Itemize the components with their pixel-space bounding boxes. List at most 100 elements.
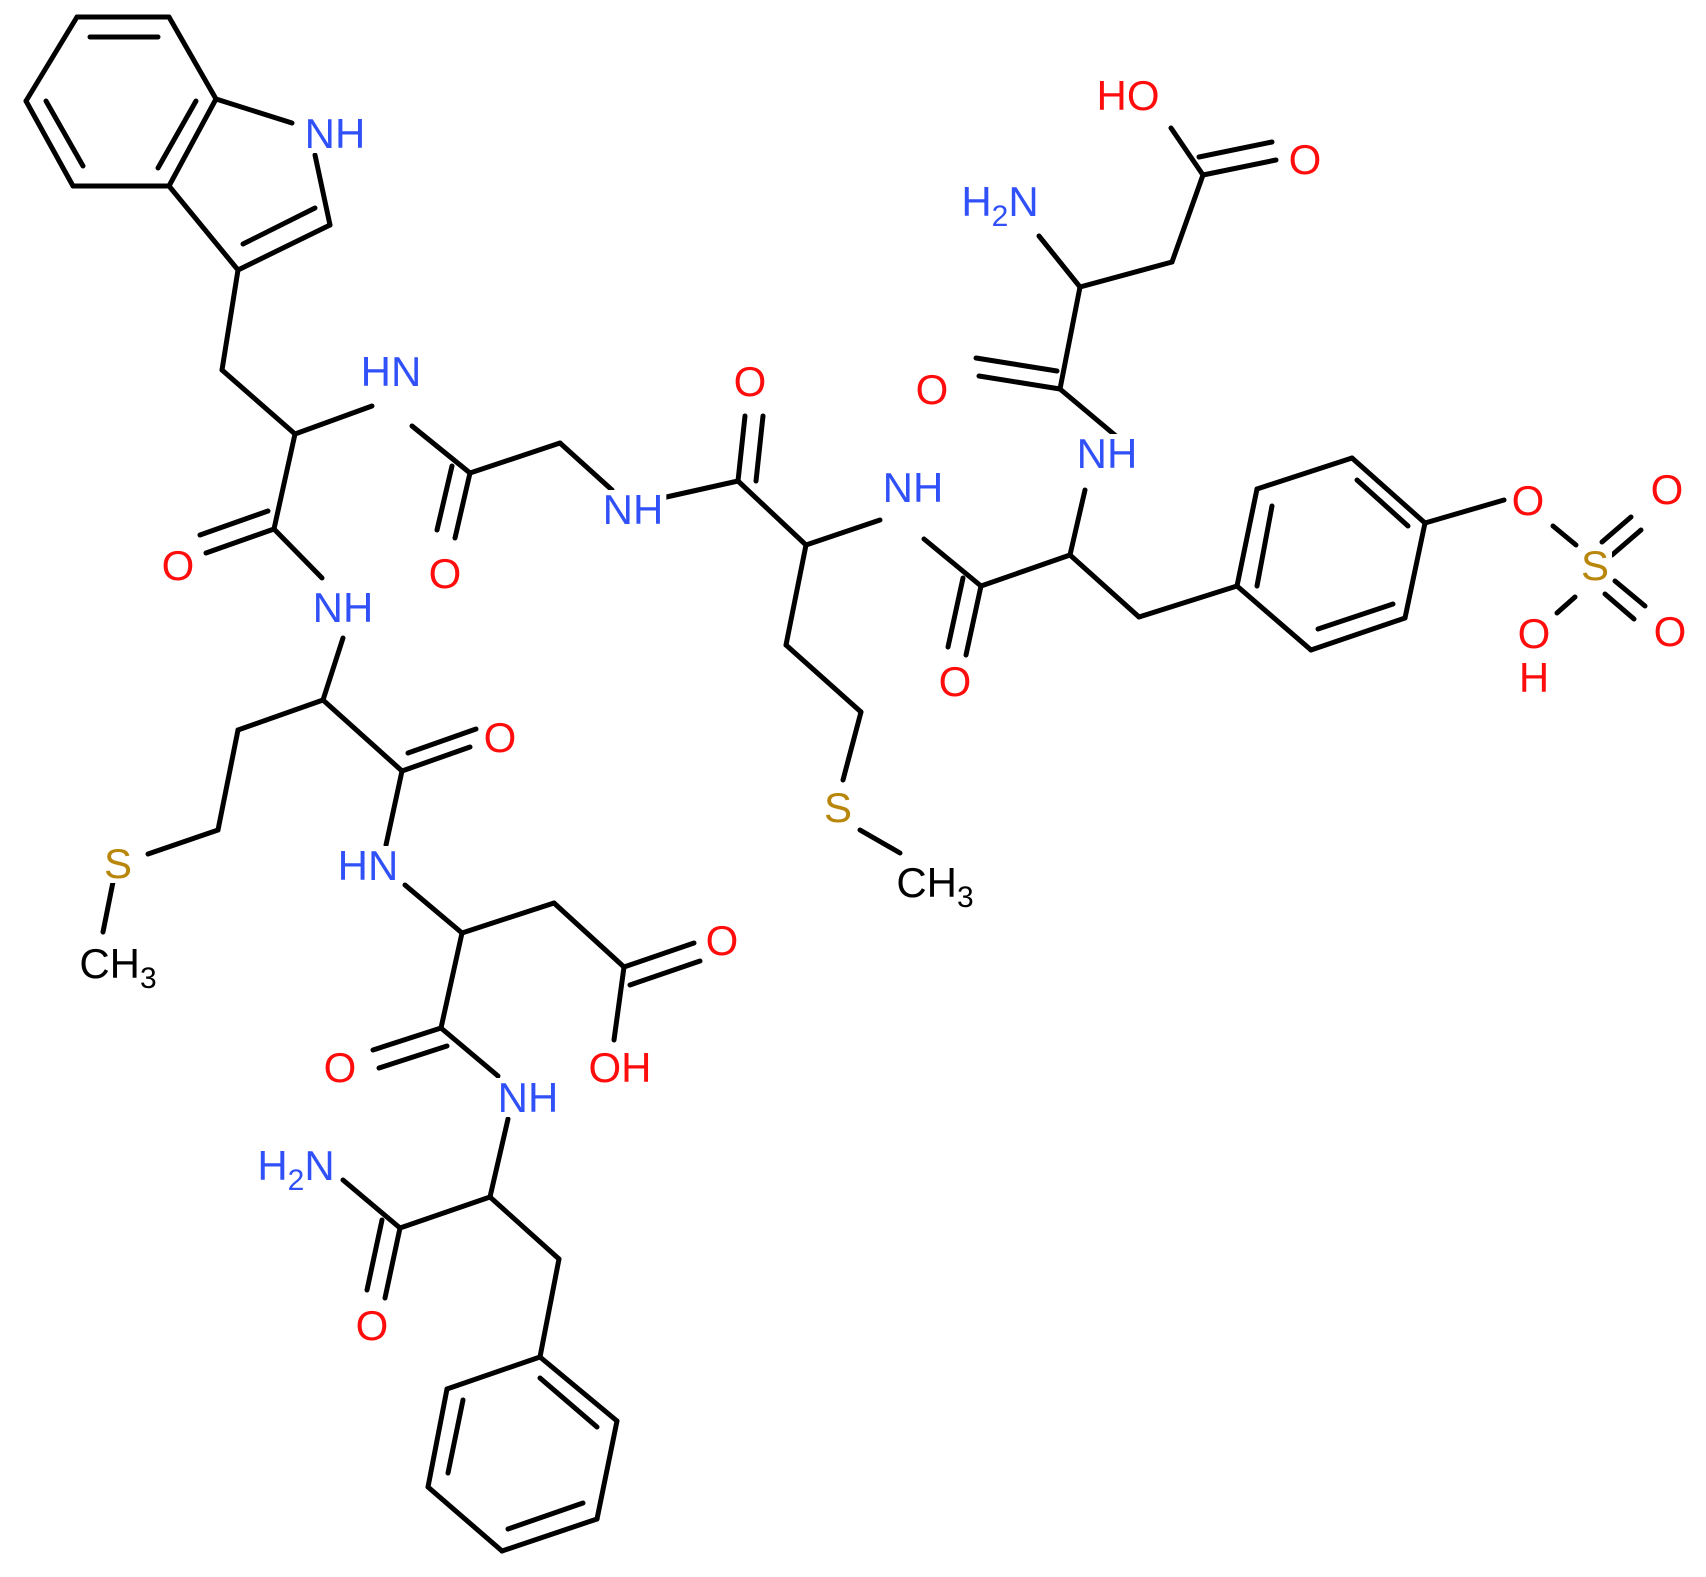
bond xyxy=(1196,139,1275,160)
bond xyxy=(1254,455,1355,492)
bond xyxy=(783,542,809,648)
bond xyxy=(145,827,221,857)
bond xyxy=(1067,487,1088,558)
label-halo xyxy=(1508,481,1548,520)
bond xyxy=(376,1043,450,1071)
atom-label: O xyxy=(706,917,739,964)
bond xyxy=(100,879,116,935)
bond xyxy=(1234,583,1314,653)
bond xyxy=(235,222,333,273)
bond xyxy=(235,697,326,733)
bond xyxy=(1599,514,1634,545)
bond xyxy=(219,267,241,373)
bond xyxy=(320,635,346,703)
bond xyxy=(1402,520,1428,621)
bond xyxy=(425,1386,450,1490)
label-halo xyxy=(1285,140,1325,179)
atom-label: NH xyxy=(305,110,366,157)
atom-label: NH xyxy=(883,464,944,511)
atom-label: O xyxy=(734,358,767,405)
label-halo xyxy=(425,554,465,593)
bond xyxy=(197,508,271,538)
bond xyxy=(438,930,465,1031)
bond xyxy=(611,964,627,1043)
bond xyxy=(1602,591,1637,622)
bond xyxy=(409,423,473,476)
atom-label: H xyxy=(1519,654,1549,701)
label-halo xyxy=(702,921,742,960)
bond xyxy=(1136,583,1240,620)
bond xyxy=(921,536,984,589)
atom-label: CH3 xyxy=(79,940,156,995)
label-halo xyxy=(585,1048,655,1087)
bond xyxy=(499,1516,600,1554)
bond xyxy=(973,355,1060,374)
bond xyxy=(166,183,241,273)
label-halo xyxy=(1093,76,1163,115)
atom-label: NH xyxy=(603,486,664,533)
bond xyxy=(1200,157,1279,178)
atom-label-layer: NH HO O H2N HN O O NH NH NH O O NH O O S… xyxy=(79,72,1686,1349)
bond xyxy=(213,96,295,126)
bond xyxy=(1422,497,1507,526)
atom-label: O xyxy=(916,366,949,413)
bond xyxy=(1315,601,1396,632)
bond xyxy=(978,552,1073,589)
label-halo xyxy=(1514,614,1554,653)
atom-label: HO xyxy=(1097,72,1160,119)
bond xyxy=(735,413,748,484)
bond xyxy=(438,1025,501,1079)
bond xyxy=(840,709,864,783)
bond xyxy=(1067,552,1142,620)
label-halo xyxy=(309,588,377,627)
label-halo xyxy=(320,1048,360,1087)
atom-label: NH xyxy=(1077,430,1138,477)
label-halo xyxy=(958,182,1042,229)
label-halo xyxy=(893,863,977,910)
atom-label: NH xyxy=(498,1074,559,1121)
label-halo xyxy=(480,718,520,757)
bond xyxy=(1057,284,1083,392)
bond xyxy=(551,900,627,970)
bond xyxy=(557,440,615,493)
bond xyxy=(312,152,333,228)
bond xyxy=(364,1217,385,1293)
atom-label: H2N xyxy=(257,1142,334,1197)
atom-label: O xyxy=(1654,608,1687,655)
bond xyxy=(1354,477,1411,529)
bond-layer xyxy=(23,14,1648,1554)
label-halo xyxy=(301,114,369,153)
bond xyxy=(1077,259,1175,290)
bond xyxy=(382,1225,403,1301)
atom-label: O xyxy=(939,658,972,705)
bond xyxy=(594,1418,620,1522)
bond xyxy=(487,1116,511,1200)
bond xyxy=(1057,386,1119,439)
label-halo xyxy=(879,468,947,507)
atom-label: HN xyxy=(338,842,399,889)
bond xyxy=(402,882,465,936)
bond xyxy=(1169,172,1206,265)
bond xyxy=(505,1500,586,1532)
bond xyxy=(271,431,298,532)
atom-label: OH xyxy=(589,1044,652,1091)
bond xyxy=(166,96,219,189)
bond xyxy=(621,940,697,970)
bond xyxy=(292,403,375,437)
bond xyxy=(963,583,984,658)
atom-label: S xyxy=(104,840,132,887)
bond xyxy=(155,98,199,171)
bond xyxy=(857,827,903,856)
label-halo xyxy=(935,662,975,701)
bond xyxy=(240,205,318,247)
bond xyxy=(1550,523,1579,548)
atom-label: HN xyxy=(361,348,422,395)
bond xyxy=(43,98,86,169)
label-halo xyxy=(1073,434,1141,473)
bond xyxy=(444,1354,543,1392)
label-halo xyxy=(730,362,770,401)
atom-label: O xyxy=(356,1302,389,1349)
bond xyxy=(537,1256,562,1360)
